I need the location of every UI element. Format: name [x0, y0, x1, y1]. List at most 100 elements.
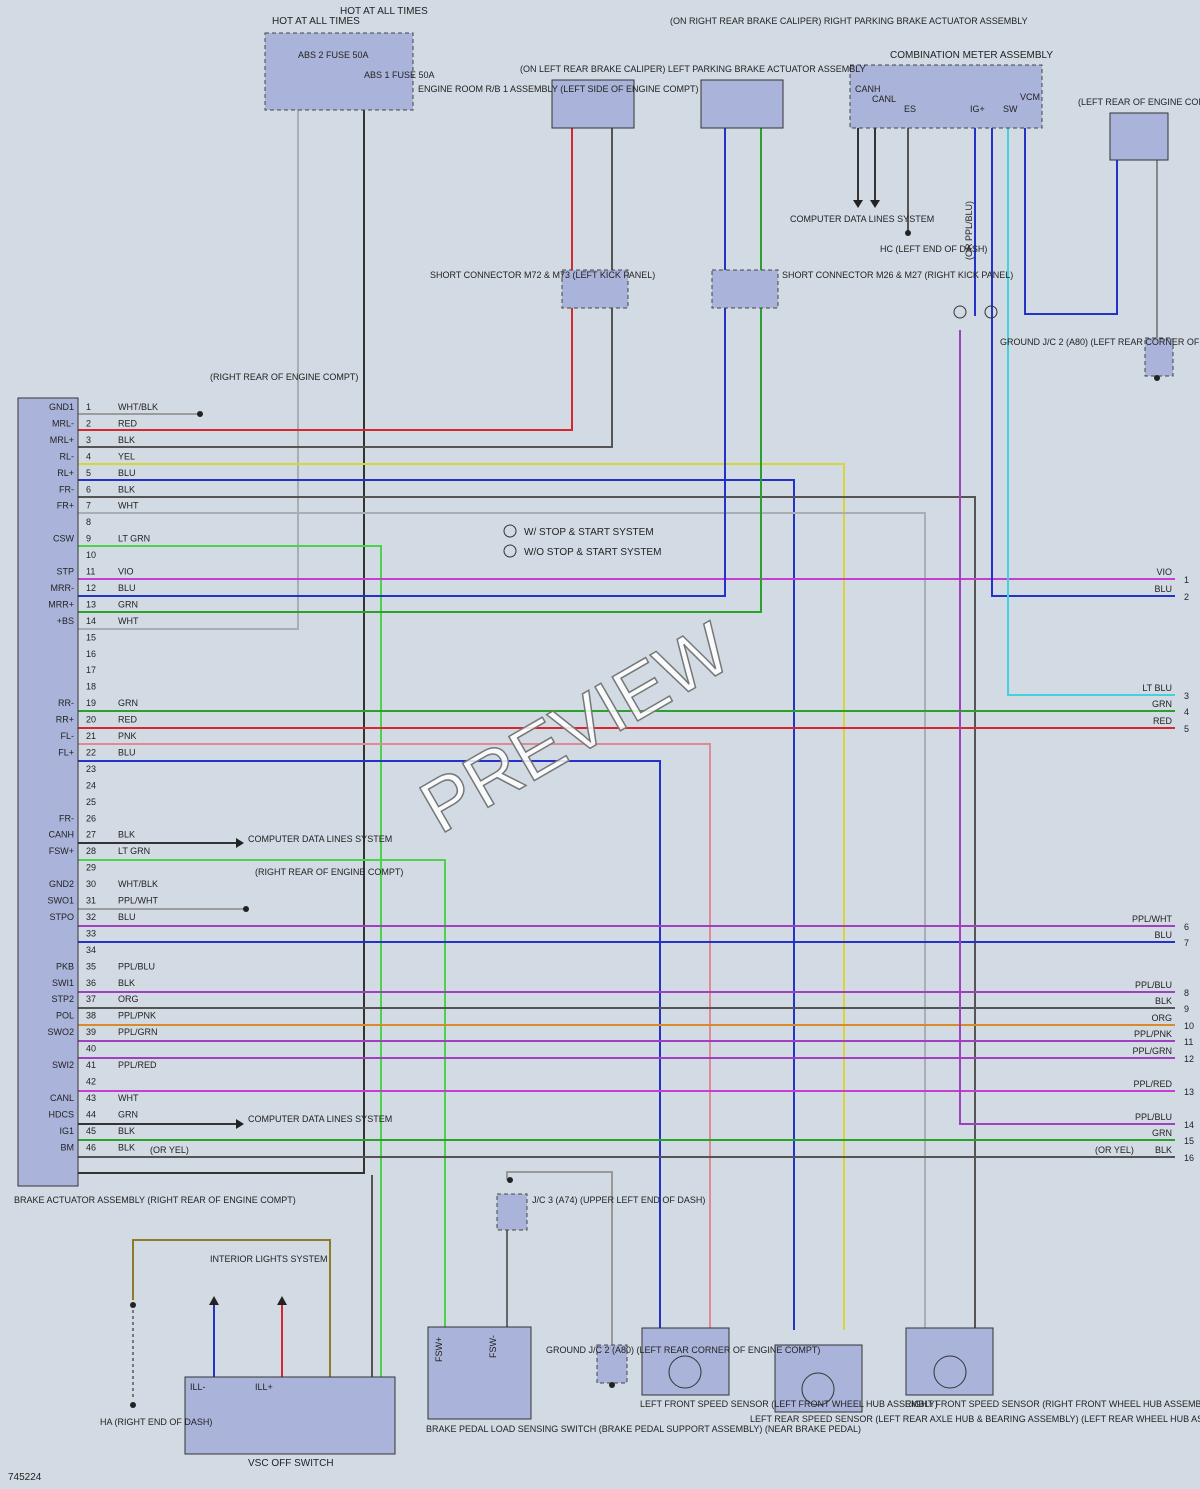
brake-pedal-switch-box	[427, 1326, 532, 1420]
terminal-number: 5	[1184, 724, 1189, 734]
vacuum-switch-box	[1109, 112, 1169, 161]
terminal-number: 9	[1184, 1004, 1189, 1014]
short-connector-1-label: SHORT CONNECTOR M72 & M73 (LEFT KICK PAN…	[430, 270, 655, 280]
pin-signal: FR-	[59, 813, 74, 823]
pin-signal: CANH	[48, 830, 74, 840]
interior-lights-arrow-icon	[277, 1296, 287, 1305]
rf-sensor-box	[905, 1327, 994, 1396]
pin-number: 22	[86, 747, 96, 757]
pin-signal: MRR+	[48, 599, 74, 609]
short-connector-m72-m73	[561, 269, 629, 309]
pin-number: 37	[86, 994, 96, 1004]
brake-actuator-label: BRAKE ACTUATOR ASSEMBLY (RIGHT REAR OF E…	[14, 1195, 296, 1205]
ground-ah1-label: (RIGHT REAR OF ENGINE COMPT)	[210, 372, 358, 382]
pin-signal: STP2	[51, 994, 74, 1004]
legend-two: W/O STOP & START SYSTEM	[524, 547, 661, 558]
pin-wire-color: LT GRN	[118, 534, 150, 544]
pin-wire-color: PNK	[118, 731, 137, 741]
pin-wire-color: RED	[118, 715, 138, 725]
pin-number: 9	[86, 534, 91, 544]
pin-number: 41	[86, 1060, 96, 1070]
hot-at-all-times-1: HOT AT ALL TIMES	[272, 16, 360, 27]
fuse-box-label: ENGINE ROOM R/B 1 ASSEMBLY (LEFT SIDE OF…	[418, 84, 699, 94]
pin-number: 33	[86, 928, 96, 938]
or-yel-left: (OR YEL)	[150, 1145, 189, 1155]
pin-signal: POL	[56, 1011, 74, 1021]
pin-number: 19	[86, 698, 96, 708]
pin-wire-color: LT GRN	[118, 846, 150, 856]
fsw-plus-label: FSW+	[434, 1337, 444, 1362]
pin-signal: +BS	[57, 616, 74, 626]
terminal-wire-color: PPL/BLU	[1135, 1112, 1172, 1122]
components	[17, 32, 1174, 1455]
terminal-number: 12	[1184, 1054, 1194, 1064]
or-yel-right: (OR YEL)	[1095, 1145, 1134, 1155]
meter-pin-canh: CANH	[855, 84, 881, 94]
meter-pin-vcm: VCM	[1020, 92, 1040, 102]
pin-signal: RR-	[58, 698, 74, 708]
pin-number: 16	[86, 649, 96, 659]
fuse-2-label: ABS 1 FUSE 50A	[364, 70, 435, 80]
pin-number: 27	[86, 830, 96, 840]
interior-lights-label: INTERIOR LIGHTS SYSTEM	[210, 1254, 328, 1264]
terminal-number: 4	[1184, 707, 1189, 717]
pin-number: 1	[86, 402, 91, 412]
pin-signal: FR+	[57, 501, 74, 511]
pin-number: 36	[86, 978, 96, 988]
pin-number: 21	[86, 731, 96, 741]
pin-signal: RL-	[59, 451, 74, 461]
pin-number: 26	[86, 813, 96, 823]
pin-signal: PKB	[56, 961, 74, 971]
pin-signal: SWI2	[52, 1060, 74, 1070]
pin-number: 3	[86, 435, 91, 445]
fsw-minus-label: FSW-	[488, 1335, 498, 1358]
pin-number: 7	[86, 501, 91, 511]
terminal-wire-color: BLU	[1154, 584, 1172, 594]
pin-signal: SWO1	[47, 896, 74, 906]
ground-arrow-icon	[870, 200, 880, 208]
terminal-wire-color: LT BLU	[1142, 683, 1172, 693]
data-lines-arrow-icon	[236, 1119, 244, 1129]
pin-wire-color: PPL/BLU	[118, 961, 155, 971]
terminal-wire-color: BLU	[1154, 930, 1172, 940]
pin-number: 34	[86, 945, 96, 955]
meter-pin-es: ES	[904, 104, 916, 114]
meter-pin-sw: SW	[1003, 104, 1018, 114]
pin-number: 46	[86, 1142, 96, 1152]
computer-data-lines-2: COMPUTER DATA LINES SYSTEM	[248, 1114, 392, 1124]
pin-signal: BM	[61, 1142, 75, 1152]
pin-wire-color: YEL	[118, 451, 135, 461]
jc3-box	[496, 1193, 528, 1231]
pin-signal: MRL+	[50, 435, 74, 445]
pin-signal: SWI1	[52, 978, 74, 988]
brake-pedal-switch-label: BRAKE PEDAL LOAD SENSING SWITCH (BRAKE P…	[426, 1424, 861, 1434]
pin-signal: RL+	[57, 468, 74, 478]
pin-wire-color: BLU	[118, 468, 136, 478]
pin-number: 5	[86, 468, 91, 478]
computer-data-lines-1: COMPUTER DATA LINES SYSTEM	[248, 834, 392, 844]
pin-wire-color: WHT	[118, 1093, 139, 1103]
pin-wire-color: ORG	[118, 994, 139, 1004]
fuse-1-label: ABS 2 FUSE 50A	[298, 50, 369, 60]
terminal-number: 3	[1184, 691, 1189, 701]
terminal-number: 13	[1184, 1087, 1194, 1097]
pin-wire-color: PPL/PNK	[118, 1011, 156, 1021]
pin-wire-color: BLK	[118, 1126, 135, 1136]
terminal-number: 2	[1184, 592, 1189, 602]
pin-number: 44	[86, 1109, 96, 1119]
terminal-wire-color: RED	[1153, 716, 1173, 726]
terminal-number: 16	[1184, 1153, 1194, 1163]
pin-number: 40	[86, 1044, 96, 1054]
pin-signal: SWO2	[47, 1027, 74, 1037]
pin-wire-color: BLK	[118, 830, 135, 840]
pin-wire-color: WHT/BLK	[118, 879, 158, 889]
terminal-number: 7	[1184, 938, 1189, 948]
pin-number: 28	[86, 846, 96, 856]
pin-signal: RR+	[56, 715, 74, 725]
terminal-wire-color: BLK	[1155, 1145, 1172, 1155]
pin-number: 43	[86, 1093, 96, 1103]
terminal-wire-color: PPL/RED	[1133, 1079, 1172, 1089]
pin-wire-color: BLU	[118, 912, 136, 922]
